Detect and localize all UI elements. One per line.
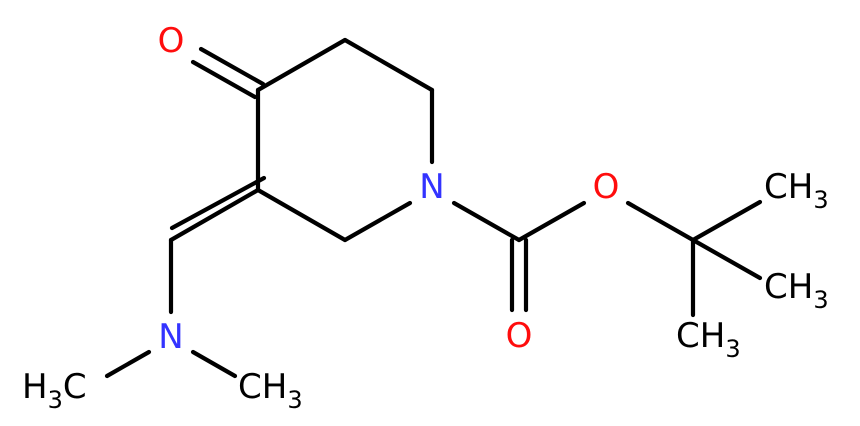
methyl-1-sub: 3 — [813, 186, 828, 214]
bond-n-methyl-left — [104, 349, 152, 379]
bond-n1-carbonyl — [451, 200, 522, 243]
methyl-2-sub: 3 — [813, 286, 828, 314]
ketone-oxygen-label: O — [158, 21, 185, 61]
methyl-1-main: CH — [764, 167, 813, 207]
methyl-1-label: CH3 — [764, 167, 829, 214]
bond-ring-c4-c5 — [255, 37, 348, 93]
n-methyl-right-main: CH — [238, 367, 287, 407]
bond-ketone-double-a — [190, 59, 258, 100]
bond-carbonyl-ester-o — [516, 200, 587, 243]
methyl-2-label: CH3 — [764, 267, 829, 314]
bond-ketone-double-b — [198, 46, 266, 87]
bond-exo-double-a — [168, 187, 261, 243]
ester-oxygen-label: O — [593, 167, 620, 207]
atoms: O N O O N CH3 CH3 CH3 H3C CH3 — [22, 21, 829, 414]
n-methyl-left-tail: C — [63, 367, 87, 407]
carbonyl-oxygen-label: O — [506, 316, 533, 356]
bond-n-methyl-right — [190, 349, 238, 379]
bond-ring-c2-c3 — [255, 187, 348, 243]
methyl-3-main: CH — [676, 316, 725, 356]
bond-exo-double-b — [169, 175, 267, 231]
n-methyl-right-label: CH3 — [238, 367, 303, 414]
n-methyl-right-sub: 3 — [287, 386, 302, 414]
bond-ester-o-tbu — [625, 200, 696, 243]
methyl-3-sub: 3 — [725, 335, 740, 363]
bond-tbu-methyl-2 — [690, 237, 763, 281]
n-methyl-left-main: H — [22, 367, 48, 407]
bond-tbu-methyl-1 — [690, 199, 763, 243]
methyl-3-label: CH3 — [676, 316, 741, 363]
amine-nitrogen-label: N — [158, 317, 183, 357]
bond-ring-n1-c2 — [342, 200, 413, 243]
ring-nitrogen-label: N — [419, 167, 444, 207]
bond-ring-c5-c6 — [342, 37, 435, 93]
bonds — [104, 37, 763, 379]
n-methyl-left-sub: 3 — [48, 386, 63, 414]
n-methyl-left-label: H3C — [22, 367, 87, 414]
methyl-2-main: CH — [764, 267, 813, 307]
